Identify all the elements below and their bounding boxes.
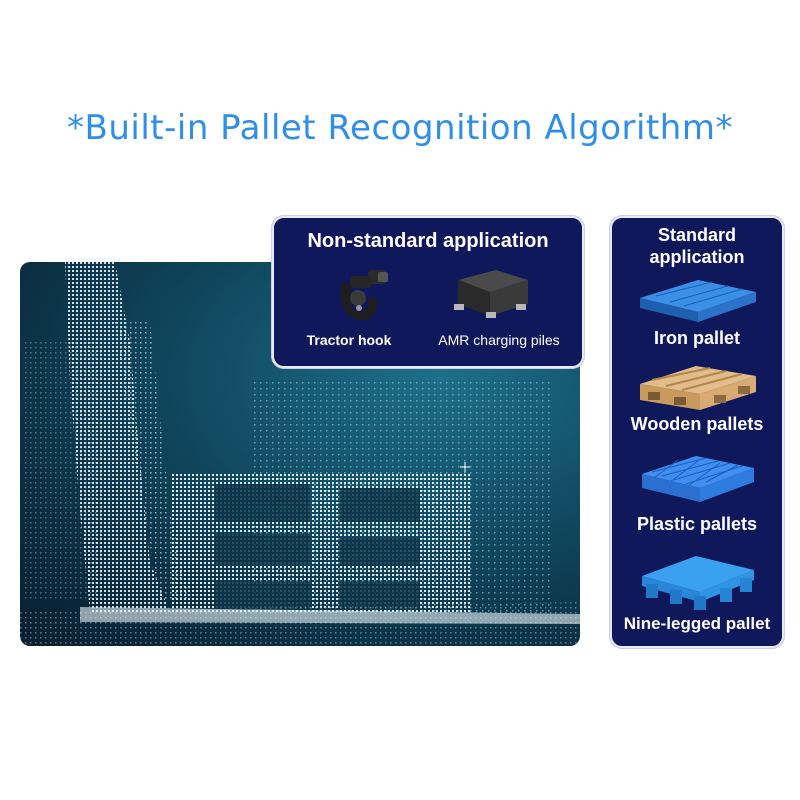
standard-title-line1: Standard xyxy=(657,225,736,245)
wooden-pallet-icon xyxy=(638,362,758,414)
tractor-hook-label: Tractor hook xyxy=(306,332,392,348)
amr-charging-pile-icon xyxy=(450,264,532,324)
iron-pallet-icon xyxy=(636,276,760,326)
nine-legged-pallet-icon xyxy=(640,552,756,612)
nine-legged-pallet-label: Nine-legged pallet xyxy=(623,614,771,633)
wooden-pallets-label: Wooden pallets xyxy=(630,414,764,434)
standard-title-line2: application xyxy=(649,247,745,267)
non-standard-application-card: Non-standard application Tractor hook AM… xyxy=(272,216,584,368)
plastic-pallet-icon xyxy=(640,452,756,508)
page-title: *Built-in Pallet Recognition Algorithm* xyxy=(67,108,733,148)
standard-title: Standard application xyxy=(612,224,782,268)
non-standard-title: Non-standard application xyxy=(307,230,549,252)
tractor-hook-icon xyxy=(328,262,392,326)
amr-charging-piles-label: AMR charging piles xyxy=(438,332,560,348)
plastic-pallets-label: Plastic pallets xyxy=(636,514,758,534)
point-cloud-graphic xyxy=(20,262,580,646)
iron-pallet-label: Iron pallet xyxy=(653,328,740,348)
standard-application-card: Standard application Iron pallet Wood xyxy=(610,216,784,648)
